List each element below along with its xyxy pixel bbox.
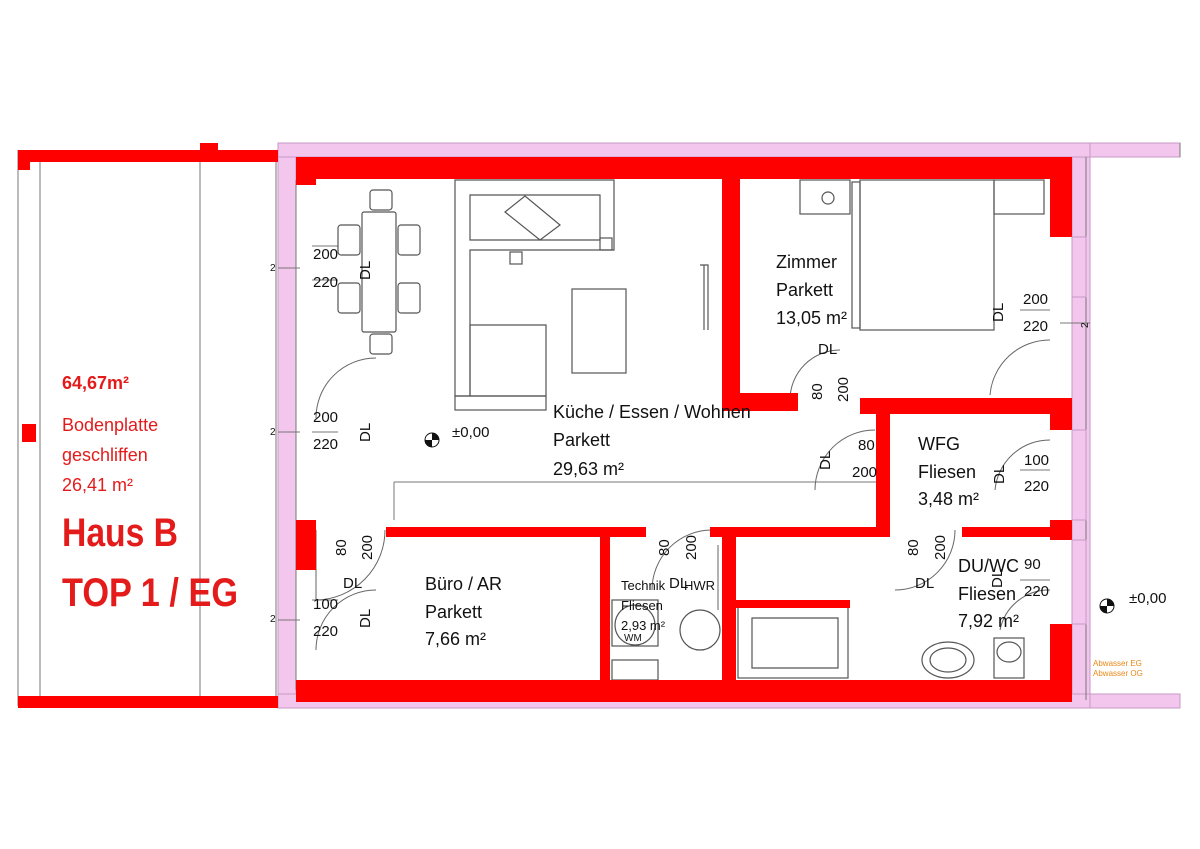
room-wfg: WFG Fliesen 3,48 m² xyxy=(918,434,979,509)
buero-door-height: 200 xyxy=(359,535,376,560)
plate-line2: geschliffen xyxy=(62,445,148,465)
room-area: 7,92 m² xyxy=(958,611,1019,631)
toilet xyxy=(993,637,1025,679)
abwasser-eg: Abwasser EG xyxy=(1093,659,1142,668)
abwasser-notes: Abwasser EG Abwasser OG xyxy=(1093,659,1143,678)
wall-joints xyxy=(1071,236,1087,625)
washing-machine xyxy=(614,604,656,646)
room-name: Küche / Essen / Wohnen xyxy=(553,402,751,422)
buero-window-width: 100 xyxy=(313,596,338,613)
level-marker-inside: ±0,00 xyxy=(424,424,489,448)
kitchen-window-mid-width: 200 xyxy=(313,409,338,426)
dl-label: DL xyxy=(357,423,374,442)
dl-label: DL xyxy=(669,575,688,592)
total-area: 64,67m² xyxy=(62,373,129,393)
dl-label: DL xyxy=(915,575,934,592)
coffee-table xyxy=(571,288,627,374)
duwc-window-width: 90 xyxy=(1024,556,1041,573)
door-swings xyxy=(315,339,1051,651)
room-floor: Fliesen xyxy=(918,462,976,482)
buero-door-width: 80 xyxy=(333,539,350,556)
dl-label: DL xyxy=(357,609,374,628)
abwasser-og: Abwasser OG xyxy=(1093,669,1143,678)
wm-label: WM xyxy=(624,633,642,644)
kitchen-window-top-width: 200 xyxy=(313,246,338,263)
wfg-window-width: 100 xyxy=(1024,452,1049,469)
room-floor: Parkett xyxy=(425,602,482,622)
unit-title: TOP 1 / EG xyxy=(62,571,238,615)
room-duwc: DU/WC Fliesen 7,92 m² xyxy=(958,556,1019,631)
bed xyxy=(859,179,995,331)
room-floor: Parkett xyxy=(776,280,833,300)
wash-basin xyxy=(921,641,975,679)
room-area: 13,05 m² xyxy=(776,308,847,328)
marker-two: 2 xyxy=(270,263,276,274)
left-panel: 64,67m² Bodenplatte geschliffen 26,41 m²… xyxy=(62,373,238,615)
kitchen-window-mid-height: 220 xyxy=(313,436,338,453)
walls xyxy=(18,143,1072,708)
room-floor: Fliesen xyxy=(958,584,1016,604)
room-name: Büro / AR xyxy=(425,574,502,594)
technik-door-width: 80 xyxy=(656,539,673,556)
room-technik: Technik Fliesen 2,93 m² WM HWR xyxy=(621,578,715,644)
dl-label: DL xyxy=(818,341,837,358)
duwc-door-width: 80 xyxy=(905,539,922,556)
buero-window-height: 220 xyxy=(313,623,338,640)
zimmer-door-height: 200 xyxy=(835,377,852,402)
marker-two: 2 xyxy=(270,614,276,625)
door-dimensions: 80 200 80 200 80 200 80 200 80 200 xyxy=(333,377,949,560)
technik-door-height: 200 xyxy=(683,535,700,560)
dl-labels: DL DL DL DL DL DL DL DL DL DL DL xyxy=(343,261,1008,628)
level-marker-outside: ±0,00 xyxy=(1099,590,1166,614)
window-dimensions: 200 220 200 220 100 220 200 220 100 220 … xyxy=(313,246,1049,640)
sofa xyxy=(454,179,615,397)
room-area: 29,63 m² xyxy=(553,459,624,479)
dl-label: DL xyxy=(357,261,374,280)
room-area: 2,93 m² xyxy=(621,618,666,633)
wfg-door-height: 200 xyxy=(852,464,877,481)
kitchen-window-top-height: 220 xyxy=(313,274,338,291)
level-outside: ±0,00 xyxy=(1129,590,1166,607)
level-inside: ±0,00 xyxy=(452,424,489,441)
house-title: Haus B xyxy=(62,511,178,555)
room-floor: Parkett xyxy=(553,430,610,450)
marker-two: 2 xyxy=(270,427,276,438)
room-floor: Fliesen xyxy=(621,598,663,613)
dining-table xyxy=(361,211,397,333)
dl-label: DL xyxy=(343,575,362,592)
plate-line1: Bodenplatte xyxy=(62,415,158,435)
duwc-door-height: 200 xyxy=(932,535,949,560)
furniture xyxy=(337,179,1045,681)
wfg-window-height: 220 xyxy=(1024,478,1049,495)
room-area: 7,66 m² xyxy=(425,629,486,649)
dl-label: DL xyxy=(990,303,1007,322)
zimmer-window-width: 200 xyxy=(1023,291,1048,308)
level-markers-small: 2 2 2 2 xyxy=(270,263,1091,625)
dl-label: DL xyxy=(989,569,1006,588)
room-name: Zimmer xyxy=(776,252,837,272)
room-zimmer: Zimmer Parkett 13,05 m² xyxy=(776,252,847,328)
room-name: DU/WC xyxy=(958,556,1019,576)
room-area: 3,48 m² xyxy=(918,489,979,509)
wfg-door-width: 80 xyxy=(858,437,875,454)
bathtub xyxy=(737,605,849,679)
zimmer-window-height: 220 xyxy=(1023,318,1048,335)
dl-label: DL xyxy=(991,465,1008,484)
hwr-label: HWR xyxy=(684,578,715,593)
plate-area: 26,41 m² xyxy=(62,475,133,495)
room-buero: Büro / AR Parkett 7,66 m² xyxy=(425,574,502,649)
room-kitchen: Küche / Essen / Wohnen Parkett 29,63 m² xyxy=(553,402,751,479)
zimmer-door-width: 80 xyxy=(809,383,826,400)
dl-label: DL xyxy=(817,451,834,470)
marker-two: 2 xyxy=(1080,322,1091,328)
duwc-window-height: 220 xyxy=(1024,583,1049,600)
room-name: Technik xyxy=(621,578,666,593)
room-name: WFG xyxy=(918,434,960,454)
